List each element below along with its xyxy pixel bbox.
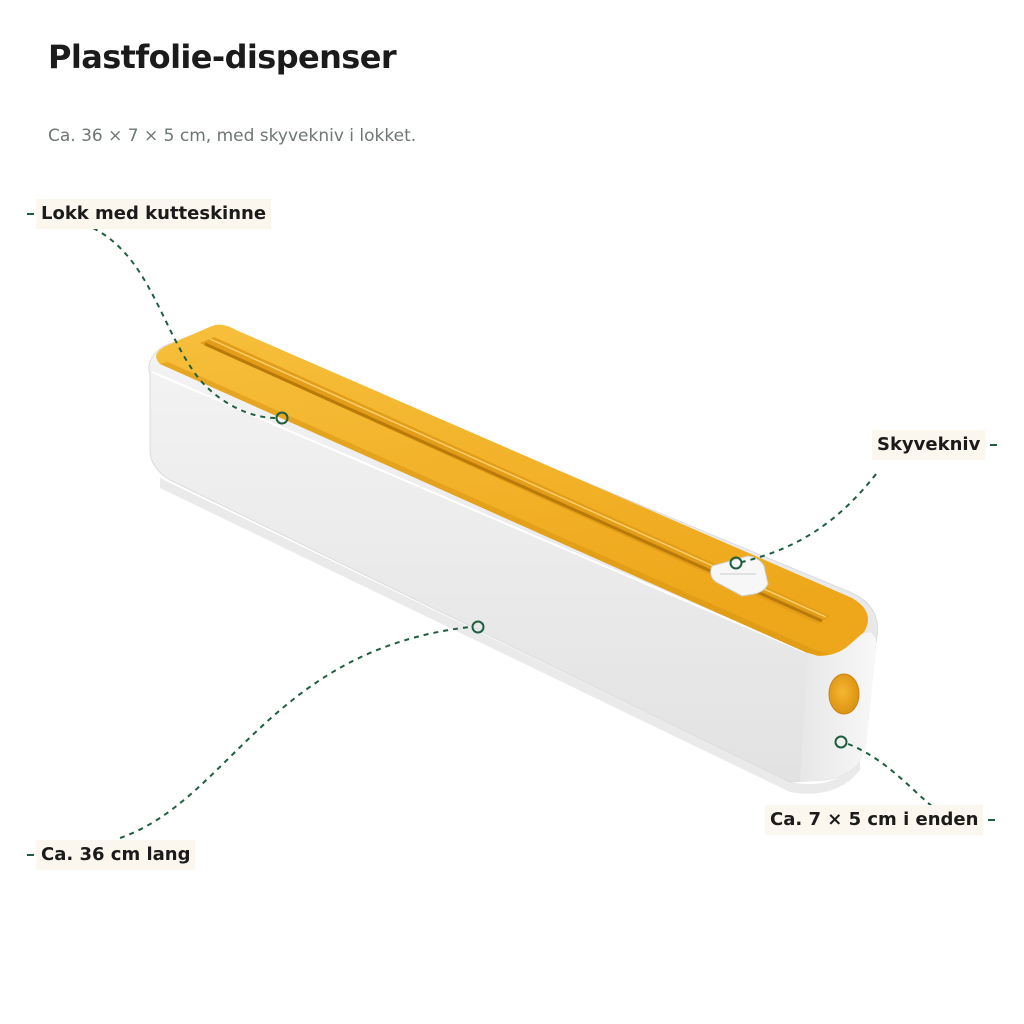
callout-knife: Skyvekniv xyxy=(872,430,986,460)
callout-point-lid xyxy=(275,411,289,425)
page-subtitle: Ca. 36 × 7 × 5 cm, med skyvekniv i lokke… xyxy=(48,126,417,146)
callout-point-knife xyxy=(729,556,743,570)
callout-end: Ca. 7 × 5 cm i enden xyxy=(765,805,984,835)
lid-edge-shade xyxy=(160,362,830,655)
leader-line-end xyxy=(847,743,941,813)
callout-point-end xyxy=(834,735,848,749)
page-title: Plastfolie-dispenser xyxy=(48,38,397,76)
dispenser-lid xyxy=(156,324,869,656)
label-ticks xyxy=(27,213,997,856)
callout-point-length xyxy=(471,620,485,634)
leader-line-knife xyxy=(741,473,877,563)
leader-lines xyxy=(83,223,941,839)
leader-line-length xyxy=(119,626,471,839)
leader-line-lid xyxy=(83,223,277,419)
callout-length: Ca. 36 cm lang xyxy=(36,840,196,870)
sliding-knife xyxy=(710,555,769,597)
body-edge-highlight xyxy=(151,371,806,653)
end-opening xyxy=(829,674,859,714)
callout-lid: Lokk med kutteskinne xyxy=(36,199,272,229)
